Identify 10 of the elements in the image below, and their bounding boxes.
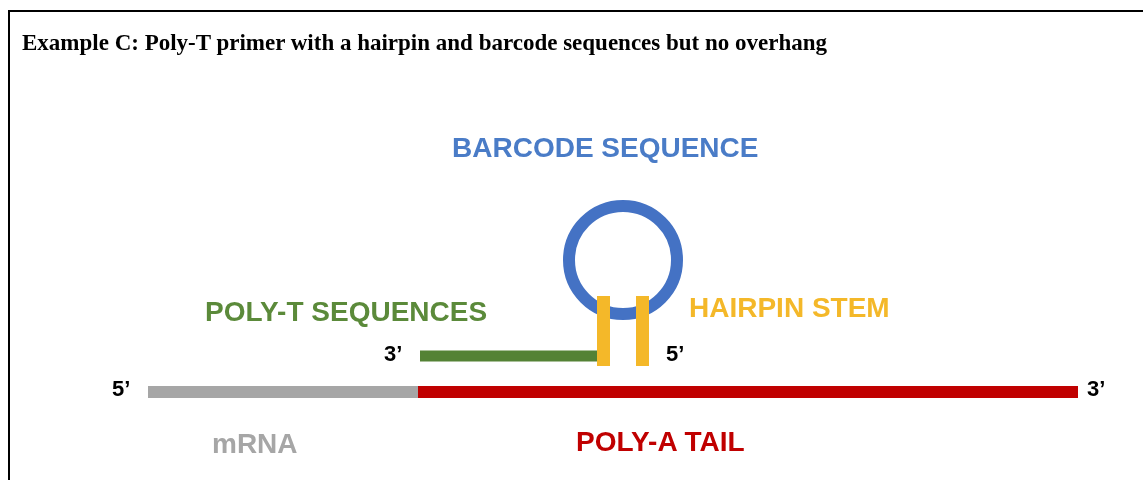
strand-label: POLY-A TAIL — [576, 428, 745, 456]
stem-label: HAIRPIN STEM — [689, 294, 890, 322]
end-label: 3’ — [1087, 378, 1106, 400]
end-label: 5’ — [666, 343, 685, 365]
strand-label: POLY-T SEQUENCES — [205, 298, 488, 326]
strand-label: mRNA — [212, 430, 298, 458]
end-label: 5’ — [112, 378, 131, 400]
end-label: 3’ — [384, 343, 403, 365]
loop-label: BARCODE SEQUENCE — [452, 134, 759, 162]
diagram-title: Example C: Poly-T primer with a hairpin and barcode sequences but no overhang — [22, 29, 828, 57]
